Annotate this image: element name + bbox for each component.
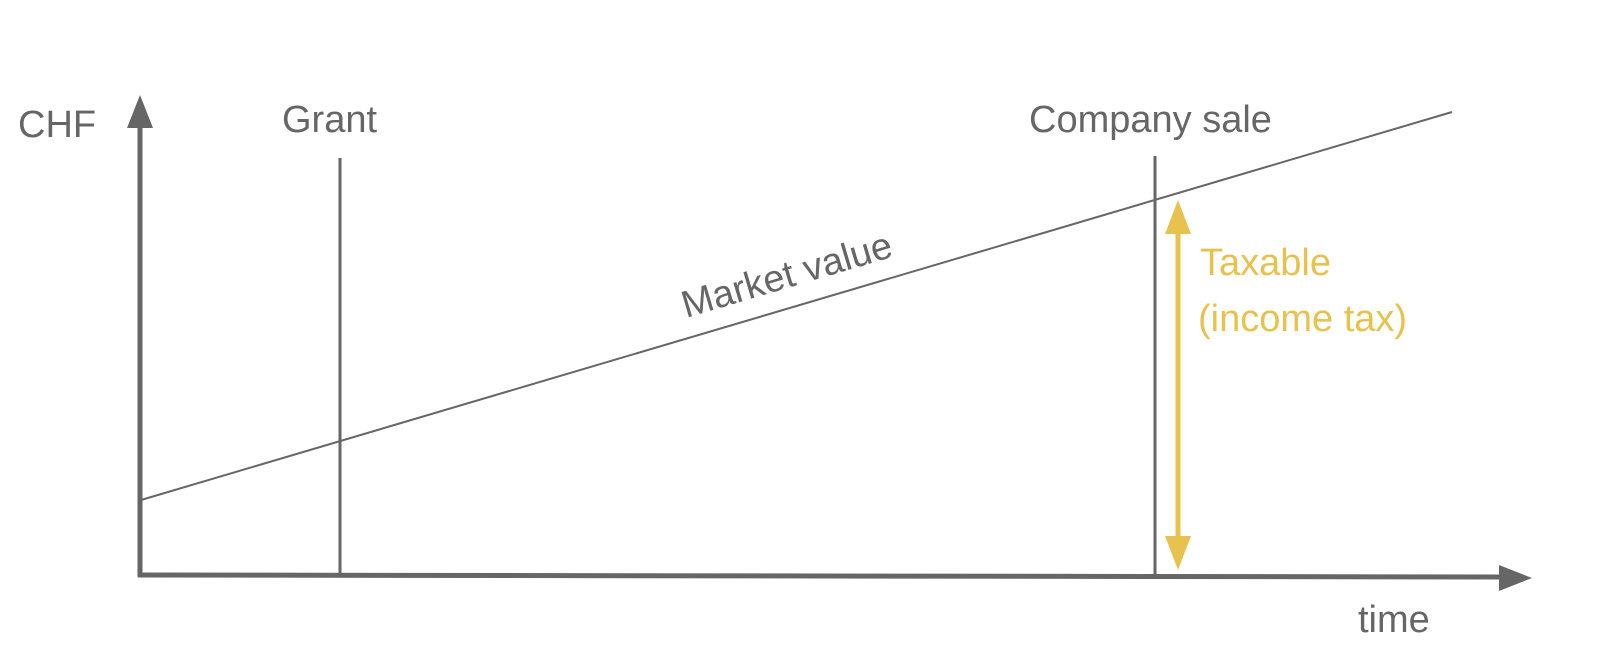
x-axis-line (137, 572, 1506, 580)
taxable-sublabel: (income tax) (1198, 298, 1407, 340)
market-value-line (140, 111, 1453, 501)
taxable-arrowhead-up (1165, 200, 1191, 234)
grant-label: Grant (282, 99, 377, 141)
market-value-label: Market value (677, 225, 898, 327)
taxable-arrowhead-down (1165, 536, 1191, 570)
y-axis-arrowhead (127, 95, 153, 128)
x-axis-arrowhead (1499, 565, 1532, 591)
taxable-label: Taxable (1200, 242, 1331, 284)
taxable-double-arrow (1165, 200, 1191, 570)
company-sale-label: Company sale (1029, 99, 1272, 141)
x-axis-label: time (1358, 599, 1430, 641)
y-axis-label: CHF (18, 104, 96, 146)
